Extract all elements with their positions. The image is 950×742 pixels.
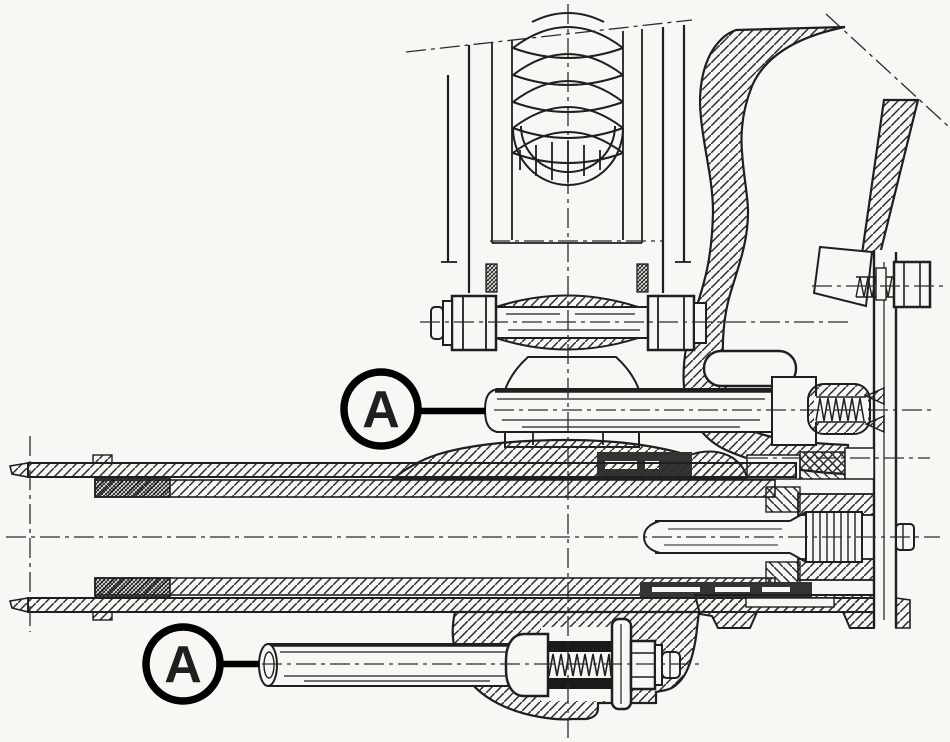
strut-tube-walls xyxy=(446,25,686,293)
tube-left-tip-bottom xyxy=(8,597,29,614)
countersink-upper xyxy=(864,386,885,406)
plate-bolt-assembly xyxy=(812,245,932,309)
bolt-thread xyxy=(548,653,612,677)
bolt-socket-cap xyxy=(504,632,550,698)
tube-collar-top xyxy=(92,454,113,464)
callout-label: A xyxy=(362,381,400,439)
sleeve-band-upper xyxy=(548,641,612,652)
countersink-lower xyxy=(864,414,885,434)
bolt-nut xyxy=(629,639,657,691)
callout-a-upper: A xyxy=(340,368,486,450)
sleeve-band-lower xyxy=(548,678,612,689)
clamp-bolt-right-nut xyxy=(646,294,696,352)
callout-a-lower: A xyxy=(142,623,259,705)
tube-collar-bottom xyxy=(92,611,113,621)
diagonal-centerline-left xyxy=(405,19,693,53)
lower-rod-a xyxy=(258,643,516,687)
clamp-upper-boss xyxy=(495,294,639,308)
suspension-strut xyxy=(441,12,691,293)
mounting-plate xyxy=(872,250,898,628)
plate-foot xyxy=(895,597,911,629)
rod-shading xyxy=(497,398,765,428)
bolt-washer xyxy=(875,267,887,301)
lower-seal-block xyxy=(640,582,812,597)
inner-sleeve-top xyxy=(94,479,776,498)
strut-collar xyxy=(441,242,691,263)
clamp-bolt-left-nut xyxy=(450,294,498,352)
bolt-hex-head xyxy=(892,260,932,309)
clamp-lower-boss xyxy=(495,337,639,351)
plate-body xyxy=(874,250,896,628)
foot-slot xyxy=(745,597,835,608)
rod-body xyxy=(267,643,516,687)
bottom-right-foot xyxy=(693,594,911,629)
callout-circle xyxy=(142,623,224,705)
lower-bolt-assembly xyxy=(504,617,681,711)
centerlines xyxy=(6,4,949,738)
clamp-bolt-washer xyxy=(442,300,453,346)
rod-thread xyxy=(815,396,866,423)
bolt-shaft-lines xyxy=(506,313,640,331)
sleeve-knurl-top xyxy=(94,477,171,498)
bolt-washer xyxy=(654,644,663,686)
callout-circle xyxy=(340,368,422,450)
upper-rod-a xyxy=(483,376,885,446)
diagonal-centerline-right xyxy=(825,13,949,127)
sleeve-knurl-bottom xyxy=(94,577,171,598)
clamp-slit-seals xyxy=(485,263,649,293)
bolt-stub xyxy=(661,651,681,679)
tube-left-tip-top xyxy=(9,462,29,478)
pivot-tube xyxy=(8,454,875,621)
clamp-bolt-right-collar xyxy=(693,302,707,344)
tube-top-wall xyxy=(27,462,797,478)
rod-shading xyxy=(280,651,508,682)
clamp-bolt-tip xyxy=(430,306,444,340)
callout-label: A xyxy=(164,636,202,694)
